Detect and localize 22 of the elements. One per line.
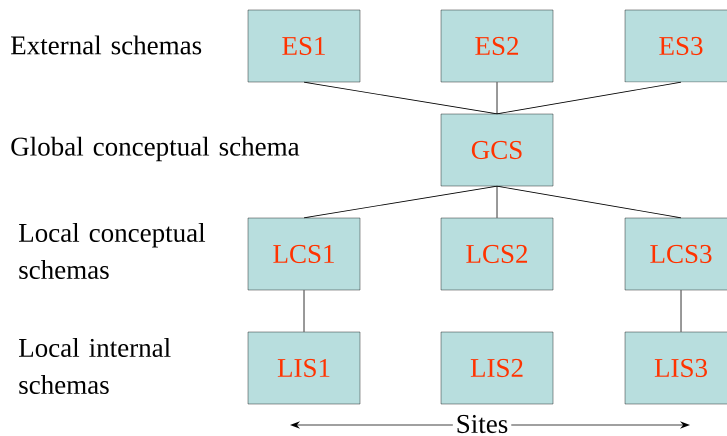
axis-label: Sites bbox=[452, 412, 512, 436]
connector-line bbox=[496, 186, 682, 218]
schema-box: LIS1 bbox=[248, 332, 360, 404]
connector-line bbox=[304, 186, 498, 218]
row-label: Global conceptual schema bbox=[11, 136, 300, 162]
schema-box: ES2 bbox=[440, 10, 554, 82]
schema-box: LCS2 bbox=[440, 218, 554, 290]
schema-box: GCS bbox=[440, 114, 554, 186]
connector-line bbox=[496, 186, 498, 218]
connector-line bbox=[496, 82, 682, 114]
row-label: Local conceptual schemas bbox=[18, 223, 206, 279]
connector-line bbox=[304, 82, 498, 114]
schema-box: ES3 bbox=[624, 10, 727, 82]
connector-line bbox=[680, 290, 682, 332]
schema-box: LCS3 bbox=[624, 218, 727, 290]
schema-box: LIS3 bbox=[624, 332, 727, 404]
row-label: Local internal schemas bbox=[18, 338, 171, 394]
schema-box: LIS2 bbox=[440, 332, 554, 404]
row-label: External schemas bbox=[10, 36, 202, 54]
schema-box: LCS1 bbox=[248, 218, 360, 290]
schema-box: ES1 bbox=[248, 10, 360, 82]
connector-line bbox=[496, 82, 498, 114]
